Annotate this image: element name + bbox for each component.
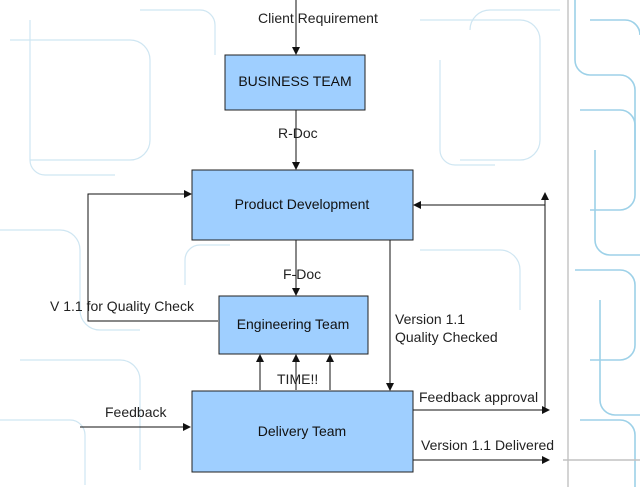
connectors [80, 0, 550, 464]
product-development-box: Product Development [191, 169, 414, 241]
quality-check-label: V 1.1 for Quality Check [50, 298, 195, 314]
client-requirement-label: Client Requirement [258, 10, 378, 26]
rdoc-label: R-Doc [278, 125, 318, 141]
feedback-label: Feedback [105, 404, 167, 420]
version-quality-line2: Quality Checked [395, 329, 498, 345]
time-label: TIME!! [277, 371, 318, 387]
arrow-quality-check-loop [87, 190, 218, 322]
engineering-team-label: Engineering Team [237, 316, 350, 332]
engineering-team-box: Engineering Team [218, 295, 369, 355]
delivery-team-box: Delivery Team [191, 390, 414, 473]
version-quality-line1: Version 1.1 [395, 311, 465, 327]
product-development-label: Product Development [235, 196, 370, 212]
fdoc-label: F-Doc [283, 266, 321, 282]
business-team-box: BUSINESS TEAM [224, 54, 366, 111]
version-delivered-label: Version 1.1 Delivered [421, 437, 554, 453]
labels: Client Requirement R-Doc F-Doc V 1.1 for… [50, 10, 554, 453]
feedback-approval-label: Feedback approval [419, 389, 538, 405]
delivery-team-label: Delivery Team [258, 423, 346, 439]
business-team-label: BUSINESS TEAM [238, 73, 351, 89]
